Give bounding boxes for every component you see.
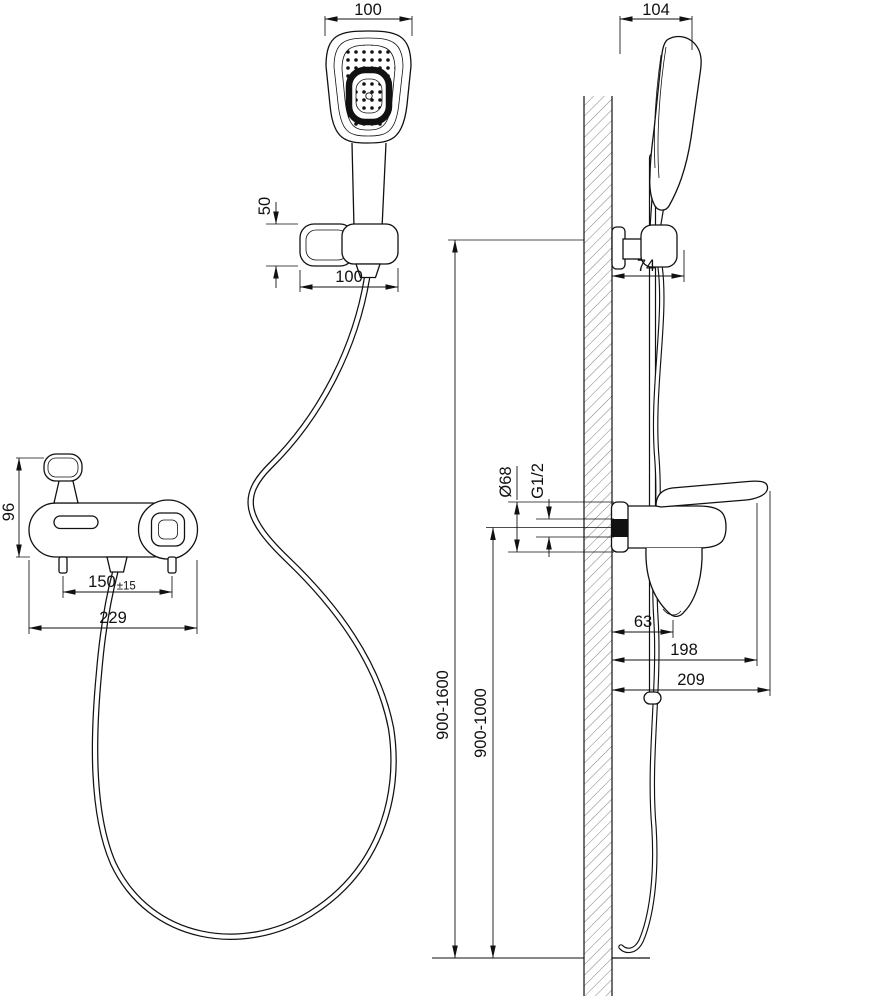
- dim-supply-spacing: 150±15: [62, 573, 173, 598]
- spout-outlet: [662, 608, 682, 616]
- dim-bracket-height: 50: [256, 197, 298, 288]
- dim-label-body-reach: 198: [670, 641, 698, 659]
- hose-front-inner: [93, 276, 396, 939]
- dim-label-mixer-width: 229: [99, 609, 127, 627]
- hose-nut-top: [355, 263, 381, 279]
- dim-total-reach: 209: [611, 491, 771, 696]
- dim-label-connection-thread: G1/2: [529, 463, 547, 499]
- dim-label-mixer-mount-height: 900-1000: [472, 688, 490, 758]
- lever-knob-inner: [47, 457, 79, 478]
- dim-mixer-height: 96: [0, 457, 44, 558]
- mixer-body-side: [627, 505, 727, 549]
- lever-stem: [53, 478, 79, 504]
- dim-head-width: 100: [324, 1, 413, 36]
- supply-connection-right: [167, 556, 177, 574]
- slide-rail-end: [643, 691, 662, 705]
- dim-body-reach: 198: [611, 503, 758, 666]
- supply-fitting: [611, 519, 630, 537]
- hose-port: [106, 556, 128, 573]
- diverter-button: [150, 512, 186, 547]
- dim-connection-thread: G1/2: [529, 463, 614, 557]
- dim-label-bracket-width: 100: [335, 268, 363, 286]
- head-rim: [333, 37, 404, 137]
- dim-label-bracket-height: 50: [256, 197, 274, 215]
- lever-knob: [43, 453, 83, 482]
- mixer-side: [610, 480, 769, 618]
- dim-escutcheon-diameter: Ø68: [497, 466, 614, 553]
- diverter-button-inner: [158, 519, 178, 540]
- hand-shower-side: [649, 35, 702, 231]
- shower-hose-side: [618, 263, 665, 954]
- dim-label-mixer-height: 96: [0, 503, 18, 521]
- dim-supply-spacing-value: 150: [88, 573, 116, 591]
- dim-rail-mount-height: 900-1600: [434, 239, 584, 959]
- spout-slot: [53, 515, 99, 530]
- head-side-outline: [649, 35, 702, 211]
- dim-spout-reach: 63: [611, 613, 674, 638]
- shower-hose-front: [91, 274, 397, 940]
- supply-connection-left: [58, 556, 68, 574]
- dim-rail-offset: 74: [611, 250, 685, 282]
- holder-cup-front: [341, 223, 399, 265]
- dim-label-rail-offset: 74: [637, 257, 655, 275]
- dim-head-depth: 104: [619, 1, 693, 54]
- holder-cup-side: [640, 224, 678, 268]
- dim-label-rail-mount-height: 900-1600: [434, 670, 452, 740]
- dim-label-spout-reach: 63: [634, 613, 652, 631]
- dim-label-head-depth: 104: [642, 1, 670, 19]
- dim-label-escutcheon-diameter: Ø68: [497, 466, 515, 497]
- mixer-front: [28, 453, 199, 574]
- hand-shower-front: [299, 30, 412, 279]
- spout-side: [645, 547, 703, 618]
- dim-mixer-width: 229: [28, 560, 198, 634]
- dim-bracket-width: 100: [299, 268, 399, 292]
- rail-bracket-side: [611, 224, 678, 270]
- rail-bottom-cap: [643, 691, 662, 705]
- handle-front: [351, 142, 387, 233]
- lever-side: [655, 480, 769, 508]
- dim-mixer-mount-height: 900-1000: [472, 527, 612, 959]
- dim-label-head-width: 100: [354, 1, 382, 19]
- head-side-contour-1: [653, 54, 662, 169]
- hose-front-outer: [91, 274, 397, 940]
- dim-label-total-reach: 209: [677, 671, 705, 689]
- dim-label-supply-spacing: 150±15: [88, 573, 136, 593]
- dim-supply-tolerance-value: ±15: [117, 581, 136, 593]
- spray-center-dot: [365, 92, 373, 100]
- wall-hatch: [584, 96, 612, 996]
- head-side-contour-2: [657, 46, 667, 179]
